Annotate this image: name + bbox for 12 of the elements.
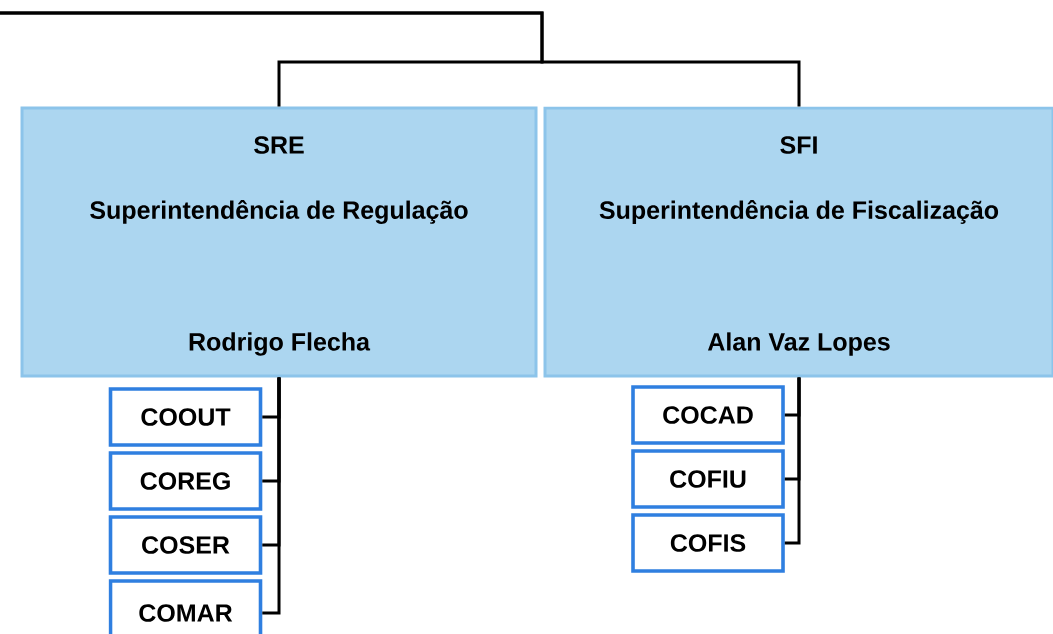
coordination-box: COSER bbox=[108, 515, 263, 575]
unit-box: SFI Superintendência de Fiscalização Alan Vaz Lopes bbox=[543, 106, 1053, 378]
coordination-box: COREG bbox=[108, 451, 263, 511]
coordination-box: COFIU bbox=[631, 449, 785, 509]
coordination-box: COFIS bbox=[631, 513, 785, 573]
coordination-box: COCAD bbox=[631, 385, 785, 445]
connector-line bbox=[784, 377, 801, 545]
coordination-box: COOUT bbox=[108, 387, 263, 447]
coordination-box: COMAR bbox=[108, 579, 263, 634]
connector-line bbox=[0, 11, 801, 107]
unit-box: SRE Superintendência de Regulação Rodrigo Flecha bbox=[20, 106, 538, 378]
connector-line bbox=[262, 377, 281, 615]
